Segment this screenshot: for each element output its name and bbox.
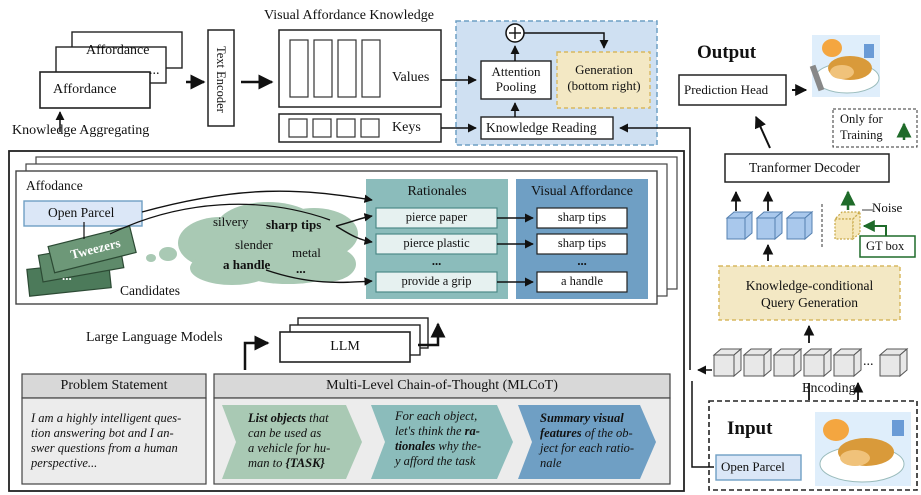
cloud-slender: slender	[235, 237, 273, 252]
cot2-bold2: tionales	[395, 439, 436, 453]
cot1-line3: a vehicle for hu-	[248, 441, 331, 455]
cloud-silvery: silvery	[213, 214, 249, 229]
affodance-label: Affodance	[26, 178, 83, 193]
attention-pooling-line2: Pooling	[495, 79, 537, 94]
cot3-bold: Summary visual	[540, 411, 624, 425]
llm-caption: Large Language Models	[86, 330, 223, 345]
candidate-cards	[26, 225, 137, 297]
cot-step-3: Summary visual features of the ob- ject …	[540, 411, 634, 471]
problem-line: I am a highly intelligent ques-	[31, 411, 182, 425]
cot1-task: {TASK}	[285, 456, 325, 470]
output-food-image	[809, 35, 880, 97]
affordance-card-back-label: Affordance	[86, 43, 150, 58]
rationales-title: Rationales	[407, 184, 467, 199]
cloud-metal: metal	[292, 245, 321, 260]
cot2-bold: ra-	[464, 424, 480, 438]
cot3-text2: of the ob-	[581, 426, 633, 440]
cot1-bold: List objects	[248, 411, 306, 425]
rationale-dots: ...	[431, 254, 442, 268]
vak-title: Visual Affordance Knowledge	[264, 8, 434, 23]
input-title: Input	[727, 418, 773, 439]
cot-step-2: For each object, let's think the ra- tio…	[395, 409, 481, 469]
attention-pooling-line1: Attention	[491, 64, 541, 79]
cot3-line3: ject for each ratio-	[540, 441, 635, 455]
cot2-line4: y afford the task	[395, 454, 476, 468]
generation-line1: Generation	[575, 62, 633, 77]
cot1-line4: man to	[248, 456, 286, 470]
encoding-label: Encoding	[802, 381, 856, 396]
problem-line: swer questions from a human	[31, 441, 178, 455]
only-for-line1: Only for	[840, 112, 883, 126]
generation-box: Generation (bottom right)	[559, 62, 649, 94]
cot3-line4: nale	[540, 456, 562, 470]
generation-line2: (bottom right)	[567, 78, 641, 93]
llm-label: LLM	[330, 339, 360, 354]
problem-line: tion answering bot and I an-	[31, 426, 174, 440]
kcqg-line2: Query Generation	[760, 295, 859, 310]
knowledge-reading-label: Knowledge Reading	[486, 120, 597, 135]
input-food-image	[815, 412, 911, 486]
output-title: Output	[697, 42, 757, 63]
affordance-dots: ...	[149, 63, 160, 78]
open-parcel-task: Open Parcel	[48, 205, 115, 220]
problem-statement-text: I am a highly intelligent ques- tion ans…	[31, 411, 181, 471]
cot2-line1: For each object,	[395, 409, 478, 423]
cot2-line2: let's think the	[395, 424, 465, 438]
cloud-sharp-tips: sharp tips	[266, 217, 322, 232]
cot1-text: that	[305, 411, 329, 425]
cot3-bold2: features	[540, 426, 582, 440]
values-label: Values	[392, 70, 430, 85]
knowledge-aggregating-label: Knowledge Aggregating	[12, 123, 150, 138]
problem-statement-title: Problem Statement	[60, 378, 168, 393]
candidate-dots: ...	[62, 268, 72, 283]
attribute-cloud	[146, 202, 358, 285]
visual-affordance-item: a handle	[561, 274, 603, 288]
only-for-training: Only for Training	[840, 111, 883, 143]
token-dots: ...	[863, 354, 874, 369]
mlcot-title: Multi-Level Chain-of-Thought (MLCoT)	[326, 378, 558, 393]
visual-affordance-dots: ...	[577, 254, 587, 268]
kcqg-line1: Knowledge-conditional	[745, 278, 874, 293]
keys-label: Keys	[392, 120, 421, 135]
kcqg-box: Knowledge-conditional Query Generation	[723, 277, 896, 311]
cot1-line2: can be used as	[248, 426, 322, 440]
visual-affordance-item: sharp tips	[557, 210, 607, 224]
affordance-card-front-label: Affordance	[53, 82, 117, 97]
rationale-item: pierce paper	[405, 210, 468, 224]
text-encoder-label: Text Encoder	[214, 45, 228, 113]
rationale-item: provide a grip	[401, 274, 472, 288]
cloud-dots: ...	[296, 261, 306, 276]
only-for-line2: Training	[840, 128, 883, 142]
attention-pooling: Attention Pooling	[485, 64, 547, 94]
open-parcel-input: Open Parcel	[721, 459, 785, 474]
transformer-decoder-label: Tranformer Decoder	[749, 160, 860, 175]
prediction-head-label: Prediction Head	[684, 82, 769, 97]
gt-box-label: GT box	[866, 239, 905, 253]
affordance-card-front	[39, 71, 151, 109]
visual-affordance-title: Visual Affordance	[531, 184, 633, 199]
visual-affordance-item: sharp tips	[557, 236, 607, 250]
problem-line: perspective...	[31, 456, 98, 470]
cot-step-1: List objects that can be used as a vehic…	[248, 411, 330, 471]
noise-label: Noise	[872, 200, 903, 215]
candidates-label: Candidates	[120, 283, 180, 298]
rationale-item: pierce plastic	[403, 236, 470, 250]
cloud-a-handle: a handle	[223, 257, 271, 272]
cot2-text3: why the-	[435, 439, 482, 453]
